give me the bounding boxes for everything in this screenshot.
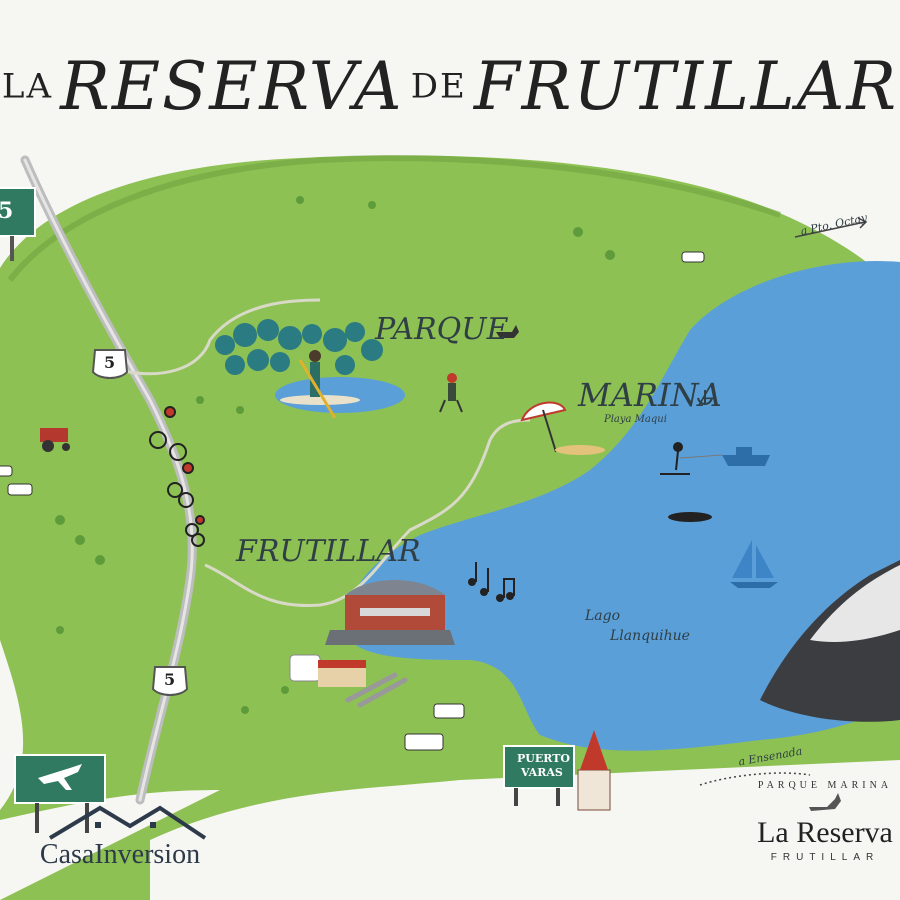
boat-icon	[722, 447, 770, 466]
label-lago: Lago	[585, 608, 621, 624]
anchor-icon	[697, 390, 713, 405]
label-playa-maqui: Playa Maqui	[604, 414, 667, 425]
park-pond	[275, 377, 405, 413]
tree-cluster	[215, 319, 383, 375]
route-sign-top	[0, 187, 36, 261]
church-icon	[577, 730, 611, 811]
route-shield-top-icon	[91, 349, 129, 379]
title-prefix: LA	[1, 66, 54, 107]
casainversion-text: CasaInversion	[39, 839, 201, 870]
route-shield-bottom-icon	[151, 666, 189, 696]
sailboat-icon	[730, 540, 778, 588]
parque-marina-text: PARQUE MARINA	[757, 780, 893, 791]
label-frutillar: FRUTILLAR	[236, 534, 421, 569]
cyclist-icon	[149, 406, 205, 547]
airport-sign-icon	[14, 754, 106, 833]
tractor-icon	[40, 428, 70, 452]
label-llanquihue: Llanquihue	[610, 628, 690, 644]
casainversion-logo: CasaInversion	[20, 800, 220, 871]
puerto-varas-sign	[503, 745, 575, 806]
umbrella-icon	[520, 401, 605, 455]
puerto-varas-line1: PUERTO	[517, 752, 570, 765]
title-place: FRUTILLAR	[473, 48, 899, 125]
puerto-varas-line2: VARAS	[521, 766, 563, 779]
waterski-icon	[660, 442, 723, 475]
la-reserva-logo: PARQUE MARINA La Reserva FRUTILLAR	[740, 780, 900, 863]
paddleboard-icon	[280, 350, 360, 419]
route-shield-bottom-text: 5	[164, 670, 176, 689]
la-reserva-text: La Reserva	[757, 816, 893, 849]
page-title: LA RESERVA DE FRUTILLAR	[0, 48, 900, 125]
teatime-icon	[289, 654, 408, 708]
title-main: RESERVA	[60, 48, 404, 125]
music-notes-icon	[468, 562, 515, 602]
frutillar-small-text: FRUTILLAR	[770, 852, 880, 863]
title-connector: DE	[410, 66, 467, 107]
lake	[345, 260, 900, 751]
house-roof-icon	[48, 805, 207, 840]
label-marina: MARINA	[578, 376, 722, 414]
cow-icon	[0, 251, 705, 751]
hiker-icon	[439, 373, 463, 413]
swimmer-icon	[668, 512, 712, 522]
sign-top-left-text: 5	[0, 198, 14, 224]
concert-hall	[325, 580, 455, 645]
label-parque: PARQUE	[375, 312, 509, 347]
route-shield-top-text: 5	[104, 353, 116, 372]
fox-icon	[496, 325, 519, 338]
fox-logo-icon	[809, 793, 841, 811]
